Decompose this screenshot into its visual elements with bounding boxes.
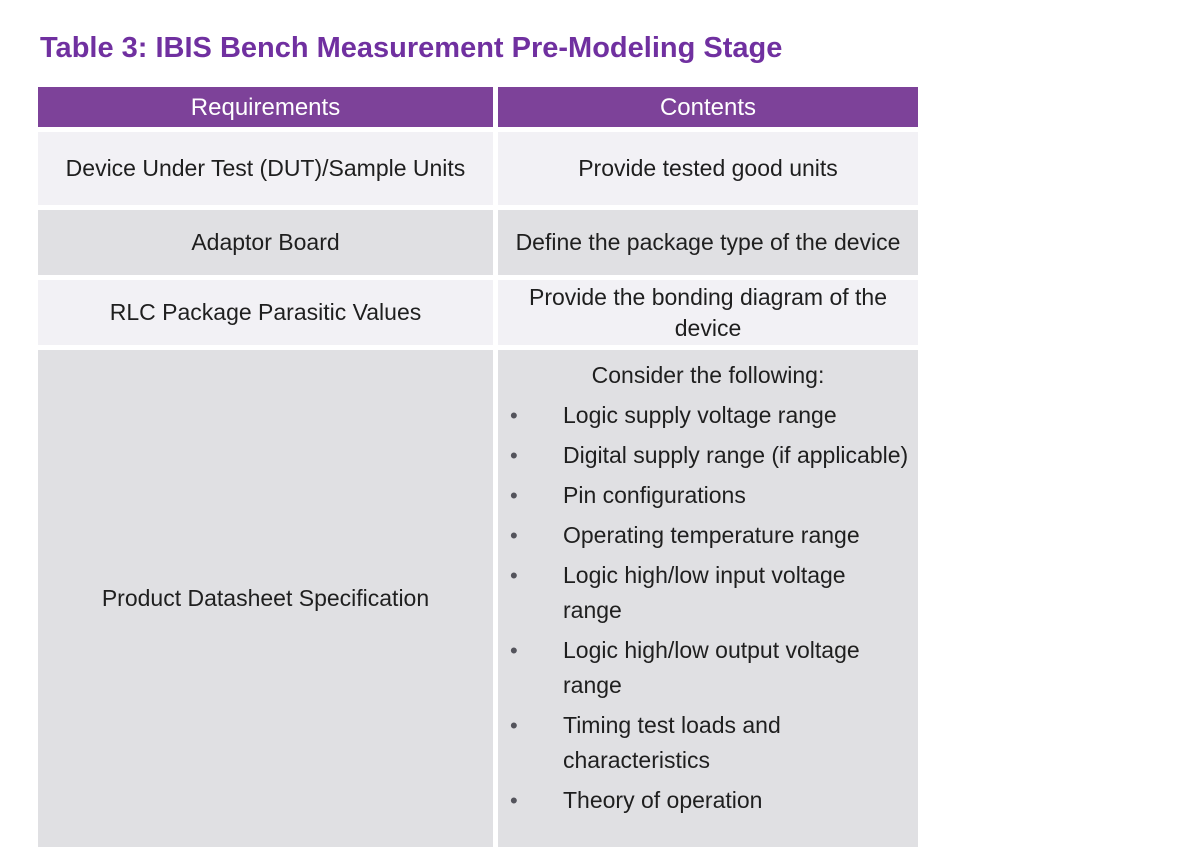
- list-item: • Logic high/low output voltage range: [502, 633, 914, 703]
- bullet-icon: •: [510, 713, 518, 738]
- list-item: • Logic supply voltage range: [502, 398, 914, 433]
- bullet-icon: •: [510, 788, 518, 813]
- content-cell-datasheet-spec: Consider the following: • Logic supply v…: [498, 350, 918, 847]
- content-cell-dut: Provide tested good units: [498, 132, 918, 205]
- list-item: • Digital supply range (if applicable): [502, 438, 914, 473]
- bullet-icon: •: [510, 638, 518, 663]
- requirement-cell-adaptor-board: Adaptor Board: [38, 210, 493, 275]
- page-title: Table 3: IBIS Bench Measurement Pre-Mode…: [40, 32, 783, 64]
- table: Requirements Contents Device Under Test …: [38, 87, 918, 847]
- list-item: • Timing test loads and characteristics: [502, 708, 914, 778]
- list-item-text: Logic high/low output voltage range: [563, 637, 860, 698]
- page: Table 3: IBIS Bench Measurement Pre-Mode…: [38, 32, 918, 847]
- content-intro: Consider the following:: [591, 362, 825, 388]
- list-item-text: Logic high/low input voltage range: [563, 562, 846, 623]
- bullet-icon: •: [510, 563, 518, 588]
- header-cell-contents: Contents: [498, 87, 918, 127]
- list-item-text: Pin configurations: [563, 482, 746, 508]
- content-cell-rlc-package: Provide the bonding diagram of the devic…: [498, 280, 918, 345]
- list-item-text: Timing test loads and characteristics: [563, 712, 781, 773]
- header-cell-requirements: Requirements: [38, 87, 493, 127]
- bullet-icon: •: [510, 523, 518, 548]
- list-item: • Pin configurations: [502, 478, 914, 513]
- list-item-text: Theory of operation: [563, 787, 763, 813]
- bullet-icon: •: [510, 403, 518, 428]
- list-item: • Operating temperature range: [502, 518, 914, 553]
- bullet-icon: •: [510, 443, 518, 468]
- content-cell-adaptor-board: Define the package type of the device: [498, 210, 918, 275]
- bullet-icon: •: [510, 483, 518, 508]
- list-item-text: Logic supply voltage range: [563, 402, 837, 428]
- list-item-text: Operating temperature range: [563, 522, 860, 548]
- requirement-cell-rlc-package: RLC Package Parasitic Values: [38, 280, 493, 345]
- list-item-text: Digital supply range (if applicable): [563, 442, 909, 468]
- requirement-cell-datasheet-spec: Product Datasheet Specification: [38, 350, 493, 847]
- requirement-cell-dut: Device Under Test (DUT)/Sample Units: [38, 132, 493, 205]
- list-item: • Logic high/low input voltage range: [502, 558, 914, 628]
- list-item: • Theory of operation: [502, 783, 914, 818]
- bullet-list: • Logic supply voltage range • Digital s…: [502, 398, 914, 818]
